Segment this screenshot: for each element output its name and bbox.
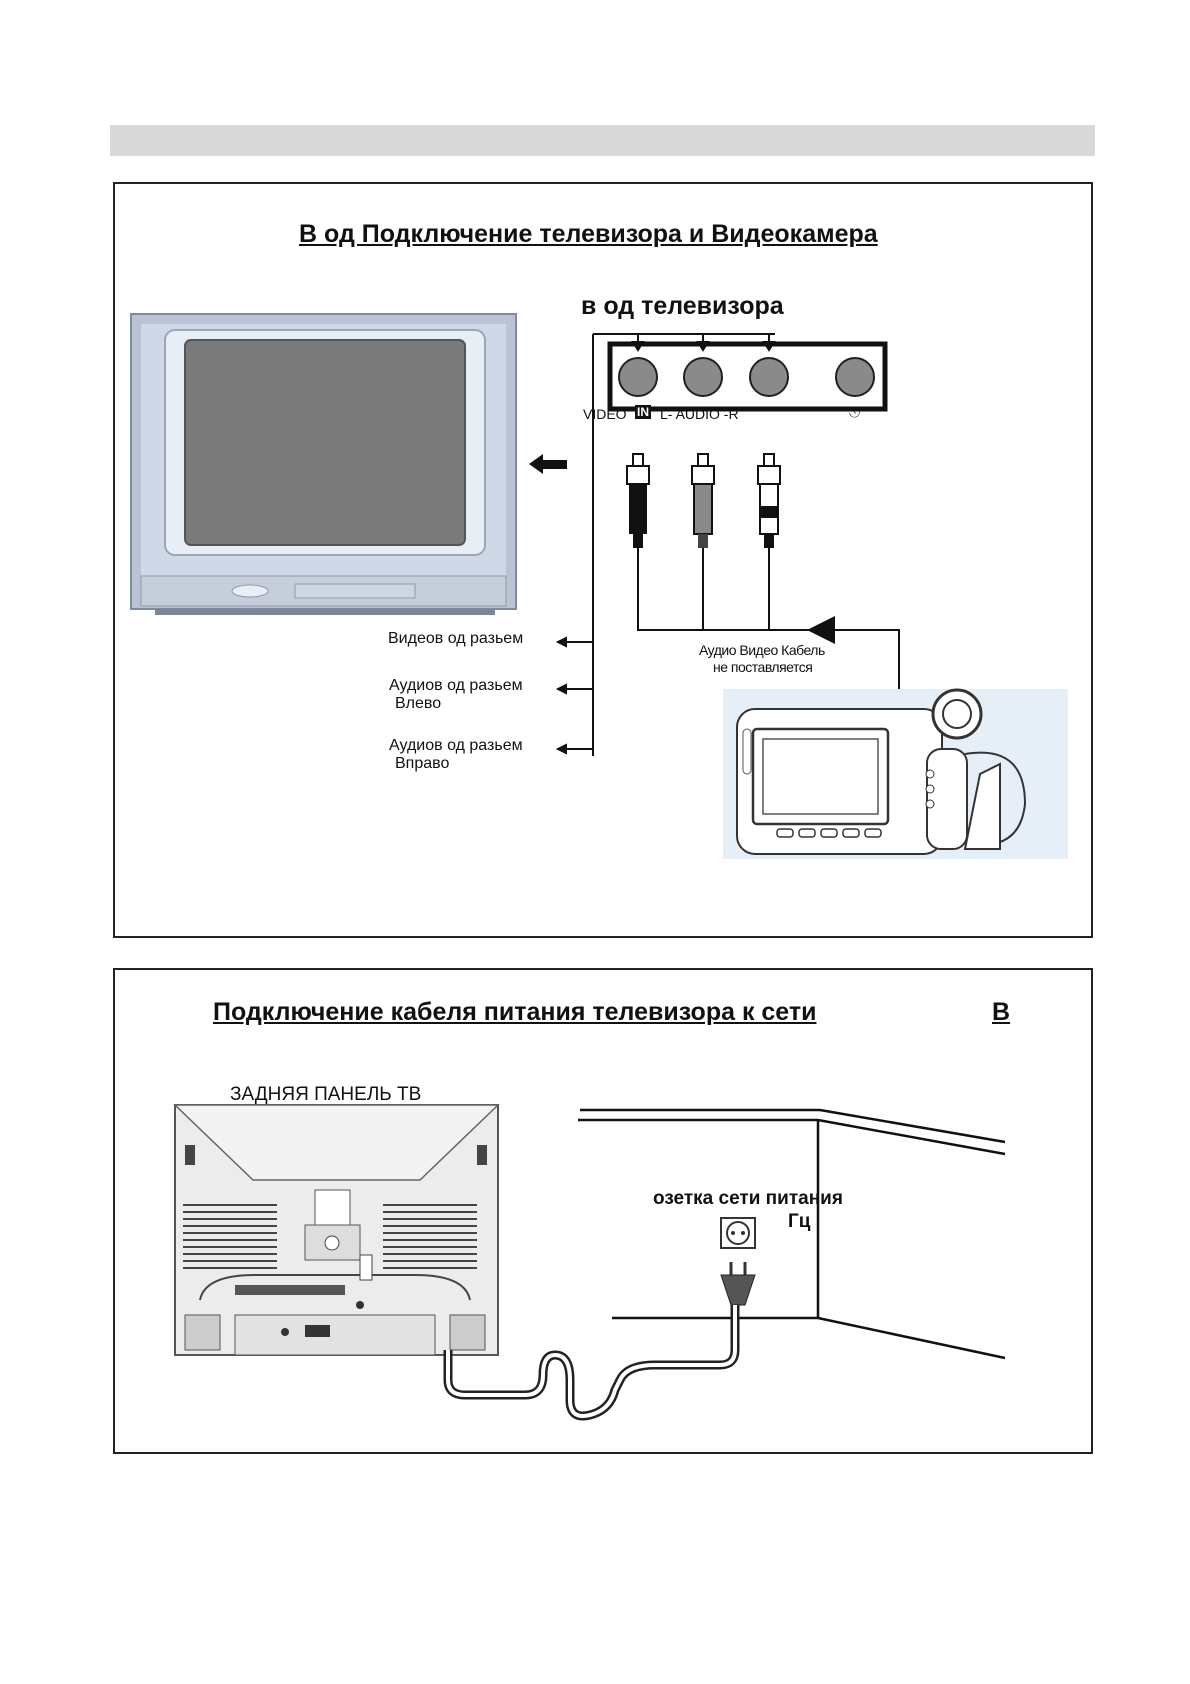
callout-audio-left-line2: Влево bbox=[395, 695, 442, 712]
av-connection-diagram bbox=[130, 313, 1068, 859]
in-badge: IN bbox=[635, 405, 651, 419]
wall-outlet-icon bbox=[720, 1217, 756, 1249]
av-connection-panel: В од Подключение телевизора и Видеокамер… bbox=[113, 182, 1093, 938]
camcorder-illustration bbox=[723, 688, 1068, 859]
rca-plugs bbox=[626, 453, 781, 548]
callout-audio-left-line1: Аудиов од разьем bbox=[389, 677, 523, 694]
input-jack-panel bbox=[607, 341, 888, 412]
jack-label-audio: L- AUDIO -R bbox=[660, 406, 739, 422]
power-plug-icon bbox=[720, 1262, 756, 1306]
cable-note-line1: Аудио Видео Кабель bbox=[699, 642, 825, 658]
power-connection-panel: Подключение кабеля питания телевизора к … bbox=[113, 968, 1093, 1454]
wall-illustration bbox=[578, 1108, 1006, 1360]
callout-video-jack: Видеов од разьем bbox=[388, 630, 524, 647]
tv-front-illustration bbox=[130, 313, 517, 615]
outlet-label-line2: Гц bbox=[788, 1211, 811, 1232]
callout-audio-right-line2: Вправо bbox=[395, 755, 450, 772]
panel1-title: В од Подключение телевизора и Видеокамер… bbox=[299, 220, 878, 248]
panel2-title: Подключение кабеля питания телевизора к … bbox=[213, 998, 817, 1026]
cable-note-line2: не поставляется bbox=[713, 659, 813, 675]
panel2-title-suffix: В bbox=[992, 998, 1011, 1026]
jack-label-video: VIDEO bbox=[583, 406, 627, 422]
outlet-label-line1: озетка сети питания bbox=[653, 1188, 843, 1209]
rear-panel-label: ЗАДНЯЯ ПАНЕЛЬ ТВ bbox=[230, 1084, 422, 1105]
header-band bbox=[110, 125, 1095, 156]
tv-rear-panel-illustration bbox=[173, 1104, 500, 1356]
input-heading: в од телевизора bbox=[581, 292, 784, 320]
direction-arrow-icon bbox=[529, 454, 567, 474]
power-connection-diagram bbox=[173, 1104, 1006, 1421]
callout-audio-right-line1: Аудиов од разьем bbox=[389, 737, 523, 754]
headphones-icon: ⎋ bbox=[849, 404, 861, 420]
